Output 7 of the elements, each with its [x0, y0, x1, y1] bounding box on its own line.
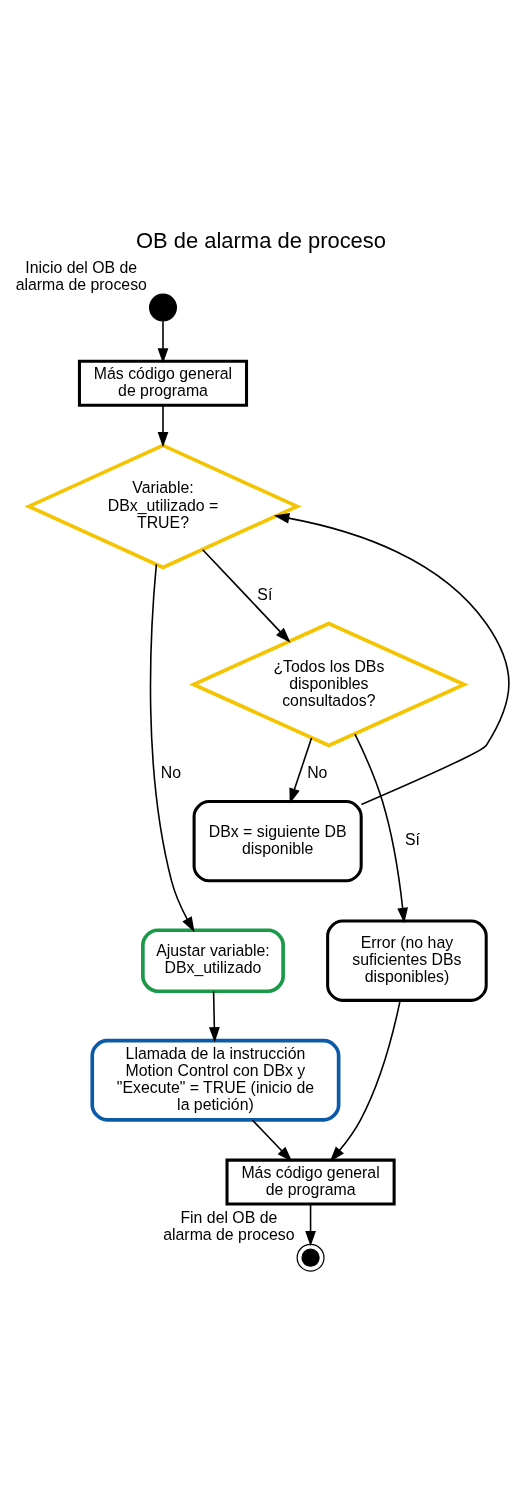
edge-label: Sí — [404, 831, 420, 849]
node-label: Inicio del OB de alarma de proceso — [15, 258, 147, 293]
node-label: Fin del OB de alarma de proceso — [163, 1208, 295, 1243]
diagram-title: OB de alarma de proceso — [136, 228, 386, 254]
edge-label: Sí — [257, 585, 273, 603]
edge-label: No — [307, 763, 328, 781]
edge-label: No — [160, 763, 182, 781]
